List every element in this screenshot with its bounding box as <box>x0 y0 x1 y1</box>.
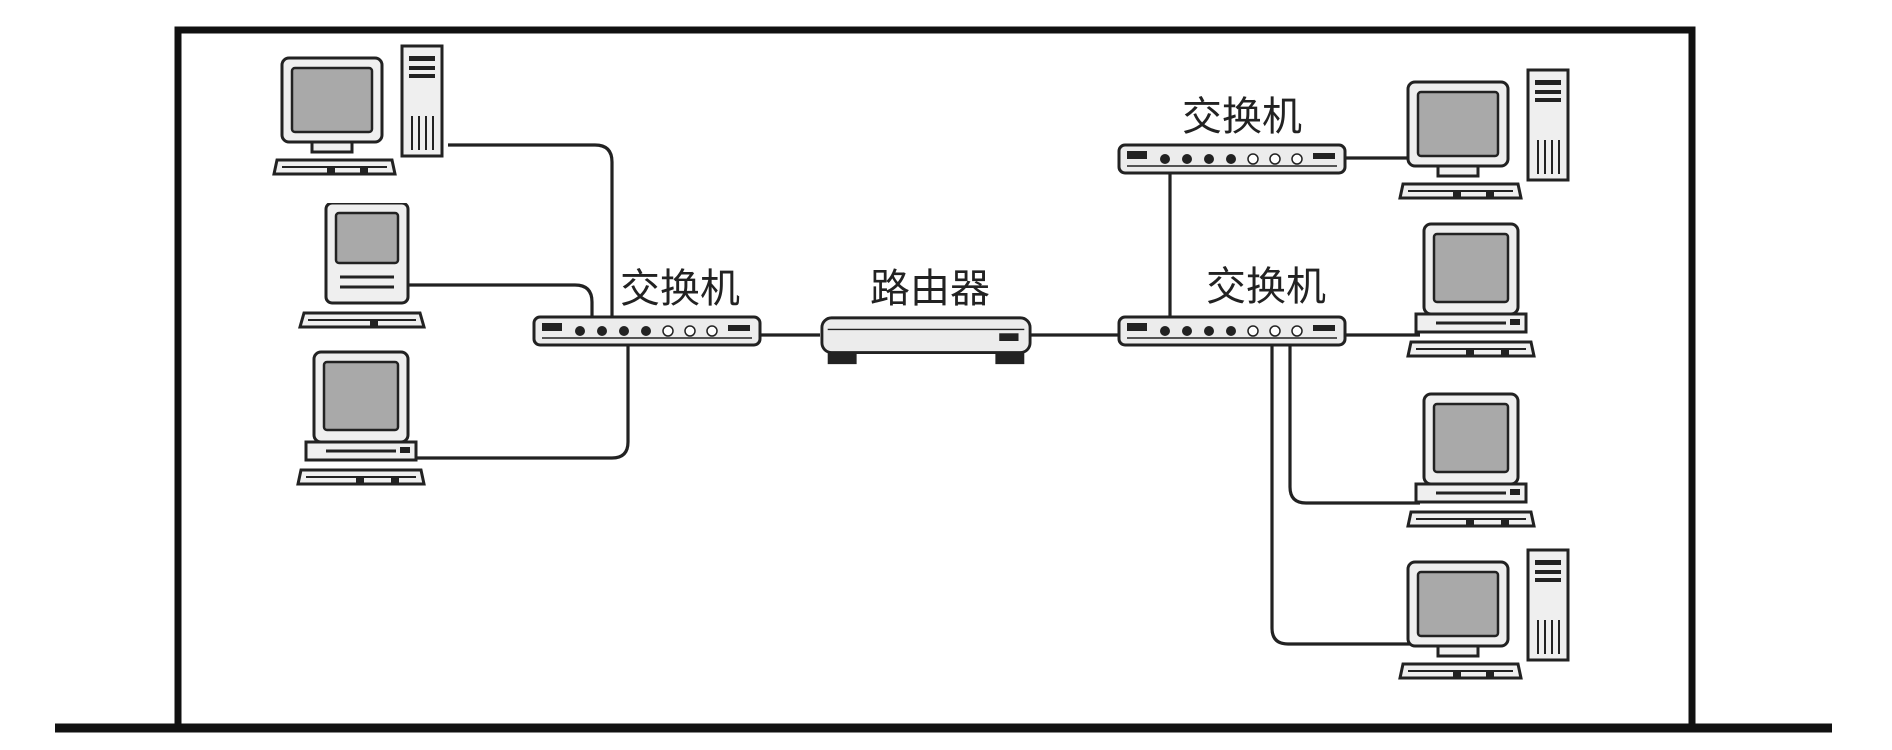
cable-pc-left-2 <box>405 283 594 320</box>
building-frame <box>174 26 1696 728</box>
tower-computer-icon <box>272 44 444 176</box>
compact-computer-icon <box>298 203 426 329</box>
cable-pc-right-3 <box>1288 345 1420 505</box>
switch-icon <box>1117 143 1347 175</box>
cable-pc-left-3 <box>405 335 630 460</box>
network-cables <box>405 143 1420 646</box>
switch-right-top-label: 交换机 <box>1182 94 1302 140</box>
cable-pc-left-1 <box>448 143 614 320</box>
switch-icon <box>1117 315 1347 347</box>
desktop-computer-icon <box>1406 222 1536 358</box>
tower-computer-icon <box>1398 68 1570 200</box>
router-label: 路由器 <box>870 266 990 312</box>
tower-computer-icon <box>1398 548 1570 680</box>
cable-pc-right-4 <box>1270 345 1420 646</box>
switch-right-bottom-label: 交换机 <box>1206 264 1326 310</box>
switch-icon <box>532 315 762 347</box>
router-icon <box>820 316 1032 366</box>
desktop-computer-icon <box>1406 392 1536 528</box>
switch-left-label: 交换机 <box>620 266 740 312</box>
desktop-computer-icon <box>296 350 426 486</box>
